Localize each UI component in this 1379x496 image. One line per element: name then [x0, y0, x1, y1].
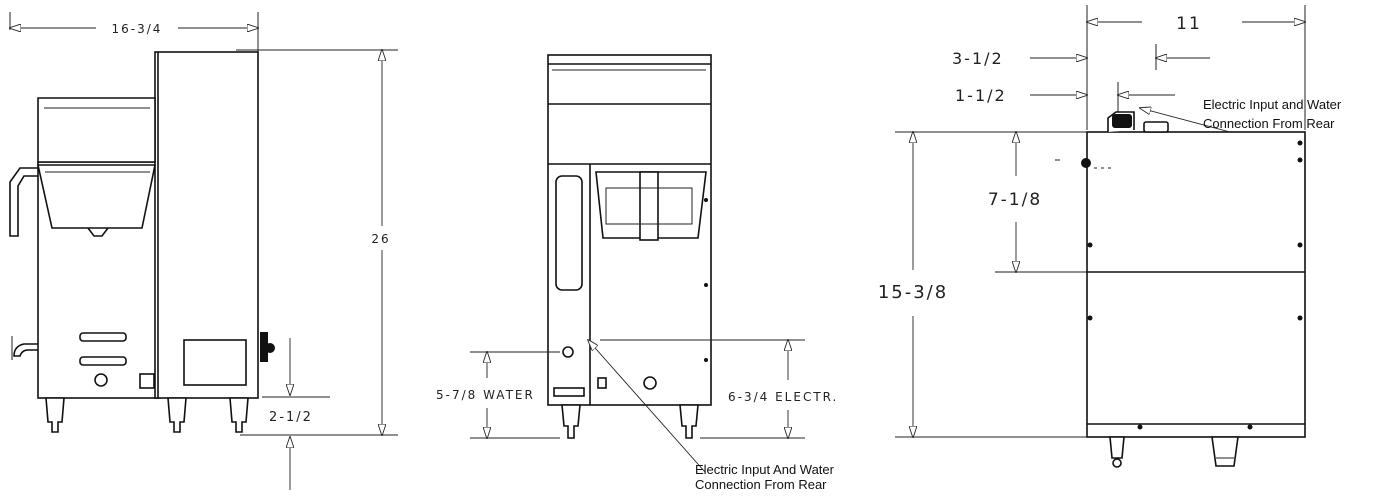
front-callout-line-2: Connection From Rear — [695, 477, 827, 492]
top-depth-dimension: 15-3/8 — [878, 282, 948, 303]
top-screw-1 — [1087, 242, 1093, 248]
front-water-inlet — [562, 346, 574, 358]
side-vent-2 — [79, 356, 127, 366]
side-leg-front — [45, 397, 65, 433]
side-access-panel — [183, 339, 247, 386]
side-switch — [139, 373, 155, 389]
side-knob — [94, 373, 108, 387]
top-electric-box — [1143, 121, 1169, 133]
front-electric-dimension: 6-3/4 ELECTR. — [728, 390, 838, 404]
top-offset-dimension-1: 3-1/2 — [952, 49, 1004, 68]
front-callout-line-1: Electric Input And Water — [695, 462, 835, 477]
front-switch — [597, 377, 607, 389]
front-callout-leader — [588, 340, 706, 473]
side-vent-1 — [79, 332, 127, 342]
side-funnel-tip — [87, 227, 109, 237]
side-rear-connector — [260, 332, 268, 362]
side-view: 16-3/4 26 2-1/2 — [10, 12, 398, 490]
side-tower — [154, 51, 259, 399]
side-connector-knob — [265, 343, 275, 353]
top-screw-7 — [1137, 424, 1143, 430]
top-width-dimension: 11 — [1176, 14, 1202, 34]
front-drip-tray — [553, 387, 585, 397]
top-housing — [1086, 131, 1306, 438]
top-screw-4 — [1297, 157, 1303, 163]
top-side-knob — [1081, 158, 1091, 168]
top-offset-dimension-2: 1-1/2 — [955, 86, 1007, 105]
top-screw-5 — [1087, 315, 1093, 321]
front-funnel-window — [605, 187, 693, 225]
top-leg-left — [1109, 436, 1125, 459]
top-view: 11 3-1/2 1-1/2 — [878, 5, 1342, 468]
top-screw-6 — [1297, 315, 1303, 321]
front-sight-gauge — [555, 175, 583, 291]
top-leg-left-foot — [1112, 458, 1122, 468]
side-leg-middle — [167, 397, 187, 433]
top-screw-2 — [1297, 242, 1303, 248]
front-screw-1 — [704, 198, 708, 202]
side-leg-rear — [229, 397, 249, 433]
side-sprayhead-hood — [37, 97, 156, 163]
top-screw-3 — [1297, 140, 1303, 146]
top-water-fitting — [1112, 114, 1132, 128]
side-faucet — [13, 343, 38, 357]
top-callout-line-2: Connection From Rear — [1203, 116, 1335, 131]
front-leg-left — [561, 404, 581, 439]
top-upper-depth-dimension: 7-1/8 — [988, 190, 1042, 210]
front-screw-3 — [704, 358, 708, 362]
side-brew-funnel — [37, 164, 156, 229]
side-height-dimension: 26 — [371, 232, 390, 246]
top-callout-leader — [1140, 108, 1231, 133]
front-screw-2 — [704, 283, 708, 287]
top-leg-right — [1211, 436, 1239, 467]
side-funnel-handle — [9, 167, 38, 237]
front-water-dimension: 5-7/8 WATER — [436, 388, 535, 402]
front-funnel-handle — [639, 171, 659, 241]
front-view: 5-7/8 WATER 6-3/4 ELECTR. Electric Input… — [436, 54, 838, 492]
side-width-dimension: 16-3/4 — [112, 22, 163, 36]
side-foot-dimension: 2-1/2 — [269, 410, 313, 425]
top-callout-line-1: Electric Input and Water — [1203, 97, 1342, 112]
front-knob — [643, 376, 657, 390]
top-screw-8 — [1247, 424, 1253, 430]
front-leg-right — [679, 404, 699, 439]
